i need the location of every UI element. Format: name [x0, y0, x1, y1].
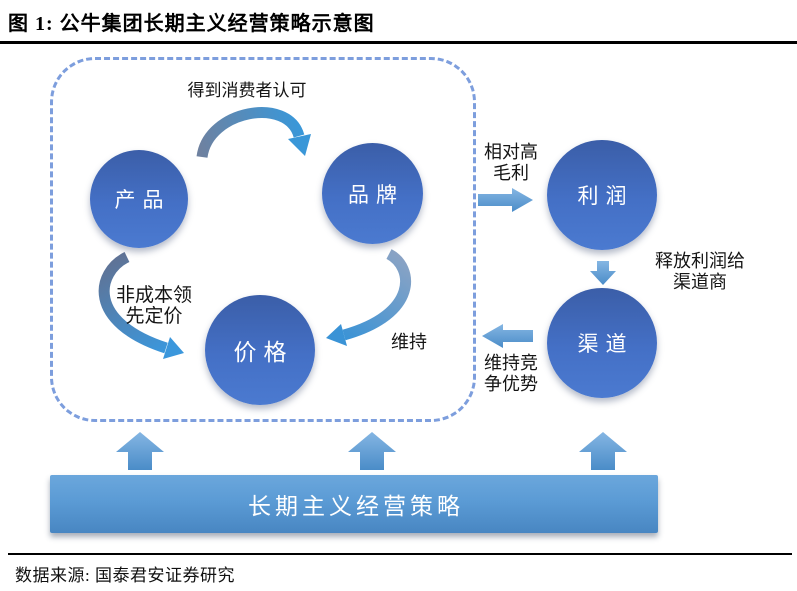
- data-source: 数据来源: 国泰君安证券研究: [15, 566, 235, 585]
- label-high-margin-line1: 相对高: [484, 142, 538, 162]
- node-product: 产品: [90, 150, 188, 248]
- node-brand: 品牌: [322, 143, 423, 244]
- arrow-strategy-up-middle: [348, 432, 396, 470]
- label-consumer-recognition: 得到消费者认可: [187, 81, 307, 100]
- arrow-channel-to-loop: [482, 324, 533, 348]
- label-non-cost-pricing-line1: 非成本领: [115, 285, 192, 306]
- label-high-margin: 相对高 毛利: [466, 142, 556, 184]
- label-competitive-advantage: 维持竞 争优势: [466, 353, 556, 395]
- arrow-brand-to-profit: [478, 188, 533, 212]
- label-non-cost-pricing-line2: 先定价: [125, 306, 183, 327]
- loop-dashed-box: [50, 57, 476, 422]
- arrow-brand-to-price: [326, 249, 412, 346]
- source-rule: [8, 553, 792, 555]
- label-release-profit-line2: 渠道商: [673, 272, 727, 292]
- node-profit: 利润: [547, 140, 657, 250]
- label-competitive-advantage-line1: 维持竞: [484, 353, 538, 373]
- figure-title: 图 1: 公牛集团长期主义经营策略示意图: [8, 13, 375, 35]
- label-maintain: 维持: [391, 332, 427, 352]
- label-release-profit: 释放利润给 渠道商: [639, 251, 761, 293]
- label-competitive-advantage-line2: 争优势: [484, 374, 538, 394]
- strategy-bar: 长期主义经营策略: [50, 475, 658, 533]
- node-price: 价格: [205, 295, 315, 405]
- arrow-product-to-price: [98, 252, 184, 359]
- arrow-product-to-brand: [196, 107, 311, 159]
- label-release-profit-line1: 释放利润给: [655, 251, 745, 271]
- arrow-profit-to-channel: [590, 261, 616, 285]
- arrow-strategy-up-left: [116, 432, 164, 470]
- node-channel: 渠道: [547, 288, 657, 398]
- title-rule: [0, 41, 797, 44]
- arrow-strategy-up-right: [579, 432, 627, 470]
- label-high-margin-line2: 毛利: [493, 163, 529, 183]
- label-non-cost-pricing: 非成本领 先定价: [104, 285, 204, 327]
